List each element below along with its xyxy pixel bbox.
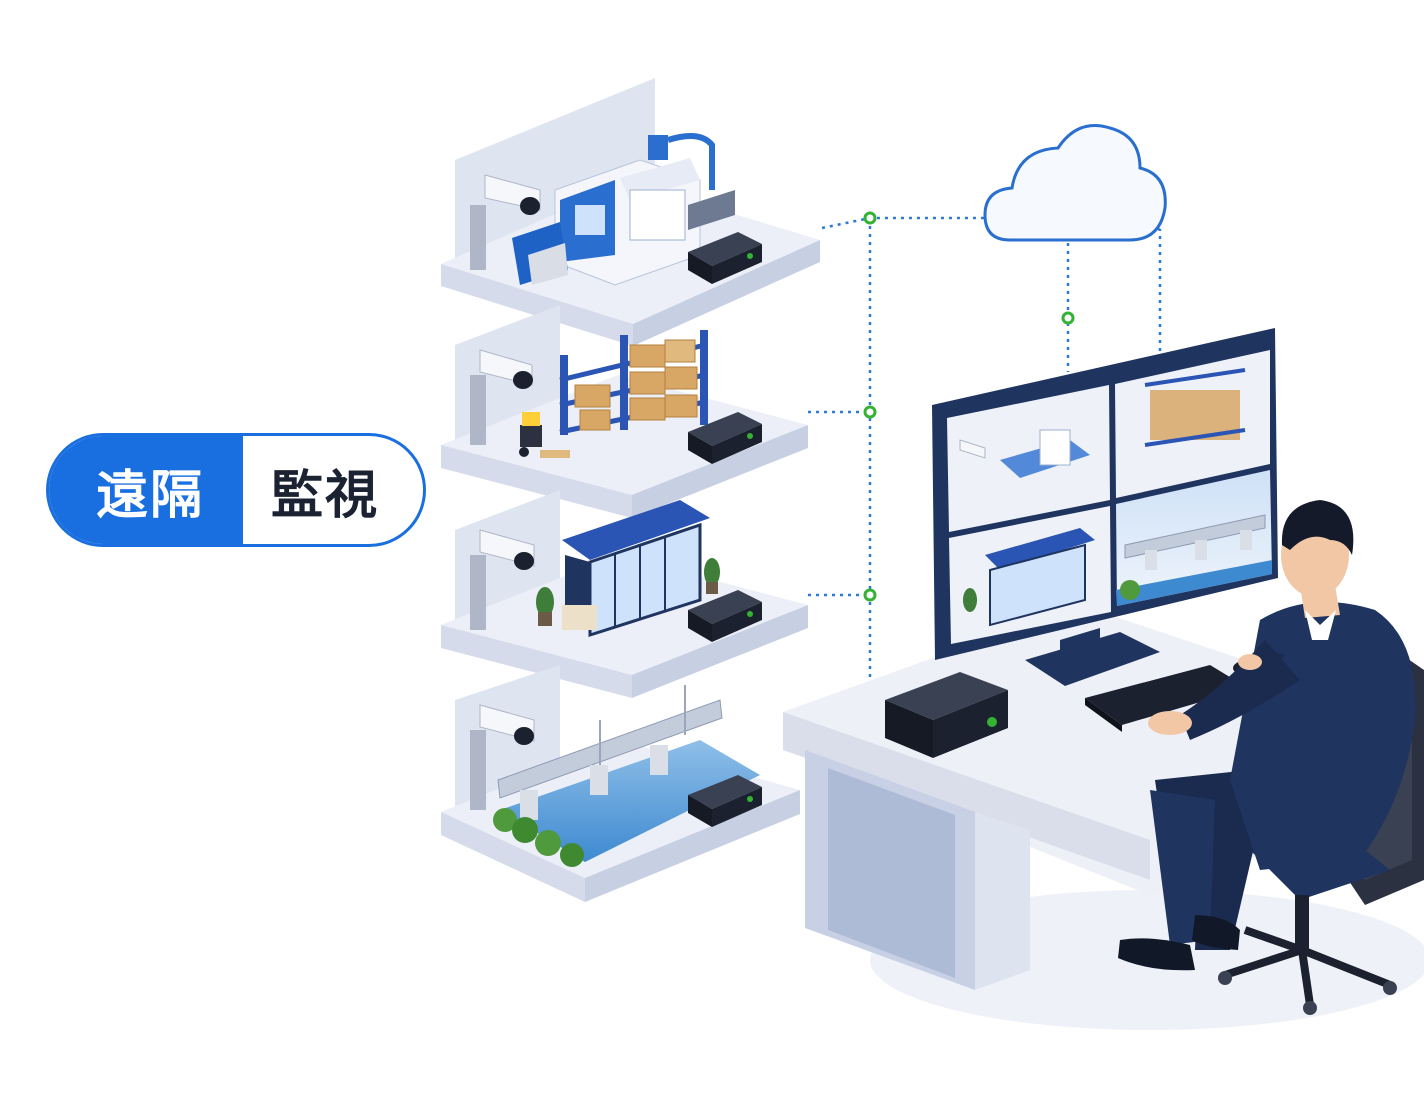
title-pill-right: 監視: [270, 465, 379, 526]
bridge-icon: [493, 685, 760, 867]
storefront-gateway-device: [688, 590, 762, 642]
bridge-gateway-device: [688, 775, 762, 827]
operator-icon: [1118, 500, 1416, 971]
network-nodes: [863, 211, 1075, 602]
link-factory-cloud: [821, 216, 985, 230]
site-bridge-platform: [441, 665, 800, 902]
storefront-icon: [536, 500, 720, 638]
title-pill: 遠隔 監視: [46, 433, 426, 547]
site-storefront-platform: [441, 490, 808, 698]
forklift-icon: [519, 412, 570, 458]
monitor-screen: [947, 350, 1272, 644]
factory-icon: [512, 133, 735, 286]
link-cloud-right: [1144, 218, 1162, 355]
keyboard: [1085, 665, 1248, 732]
link-trunk-to-recorder: [868, 218, 896, 702]
factory-gateway-device: [688, 232, 762, 284]
monitor-icon: [932, 328, 1278, 686]
storefront-camera-icon: [470, 529, 535, 630]
warehouse-gateway-device: [688, 412, 762, 464]
site-warehouse-platform: [441, 305, 808, 518]
bridge-camera-icon: [470, 704, 535, 810]
warehouse-camera-icon: [470, 349, 533, 445]
title-pill-left: 遠隔: [49, 436, 243, 544]
recorder-device: [885, 672, 1008, 758]
cloud-icon: [983, 124, 1167, 242]
site-factory-platform: [441, 78, 820, 346]
factory-camera-icon: [470, 174, 541, 270]
warehouse-icon: [559, 330, 708, 435]
